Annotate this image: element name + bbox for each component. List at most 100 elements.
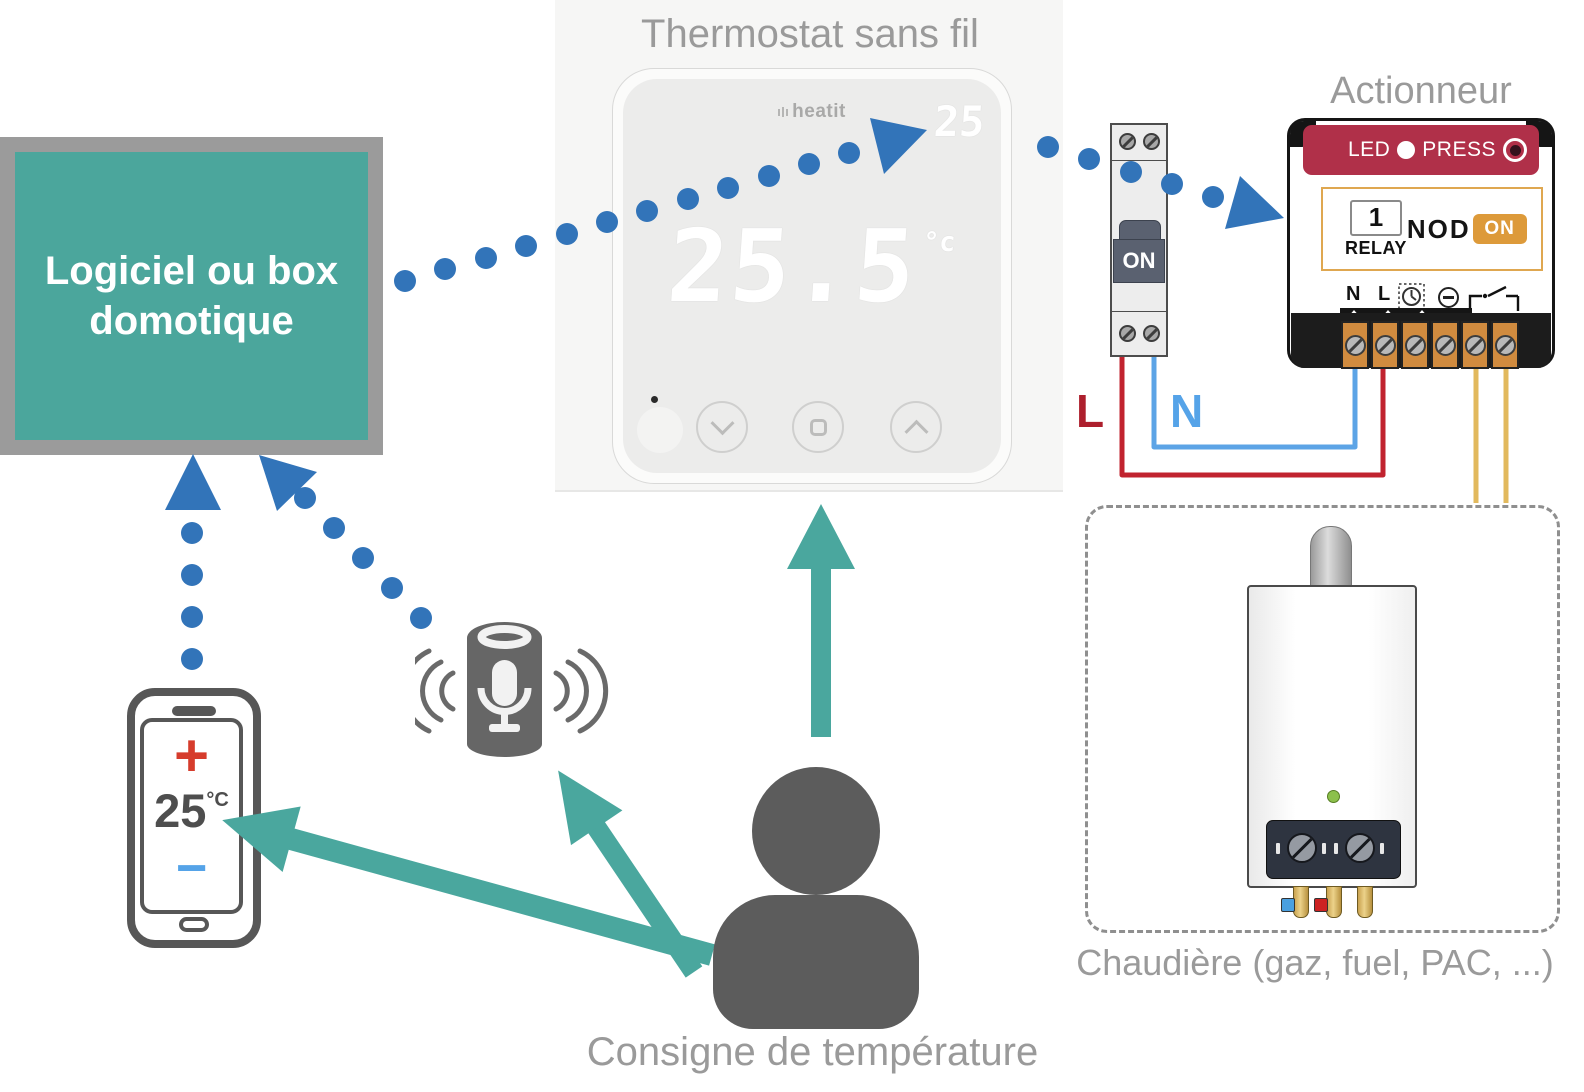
led-indicator-icon: [1397, 141, 1416, 159]
person-icon: [752, 767, 880, 895]
signal-arrowhead-to-actuator: [1225, 176, 1284, 229]
nodon-logo-text: NOD: [1406, 213, 1471, 244]
nodon-logo: NOD ON: [1407, 214, 1527, 245]
neutral-wire-label: N: [1170, 385, 1204, 437]
breaker-screw-icon: [1143, 133, 1160, 150]
knob-mark: [1334, 843, 1338, 854]
actuator-red-bar: LED PRESS: [1303, 125, 1539, 175]
voice-assistant: [400, 600, 610, 775]
signal-arrowhead-assistant-to-box: [259, 455, 317, 511]
arrow-person-to-assistant: [558, 770, 703, 978]
relay-block: 1 RELAY: [1345, 199, 1407, 259]
thermostat-down-button: [696, 401, 748, 453]
thermostat-device: heatit 25 25.5 °c: [612, 68, 1012, 484]
boiler-control-panel: [1266, 820, 1401, 879]
terminal-screw-icon: [1344, 334, 1366, 356]
boiler-icon: [1247, 585, 1417, 918]
relay-channel-number: 1: [1349, 199, 1402, 236]
voice-assistant-icon: [400, 622, 609, 757]
heatit-brand-text: heatit: [792, 101, 846, 122]
breaker-screw-icon: [1143, 325, 1160, 342]
speaker-top-ring: [477, 625, 532, 649]
home-automation-box-label-line2: domotique: [89, 299, 294, 343]
breaker-screw-icon: [1119, 133, 1136, 150]
nodon-logo-on-badge: ON: [1472, 214, 1527, 244]
thermostat-display-unit: °c: [922, 227, 957, 258]
thermostat-light-sensor: [637, 407, 683, 453]
home-automation-box: Logiciel ou box domotique: [0, 137, 383, 455]
thermostat-display-temperature: 25.5: [664, 208, 922, 325]
terminal-screw-icon: [1494, 334, 1516, 356]
terminal-l-label: L: [1378, 283, 1391, 305]
signal-dots-assistant-to-box: [294, 487, 432, 629]
blue-valve-icon: [1281, 898, 1295, 912]
phone-home-button: [179, 917, 209, 932]
terminal-screw-icon: [1434, 334, 1456, 356]
breaker-divider: [1112, 311, 1166, 312]
smartphone: + 25 °C −: [127, 688, 261, 948]
thermostat-center-button: [792, 401, 844, 453]
din-breaker: ON: [1110, 123, 1168, 357]
live-wire-label: L: [1076, 385, 1105, 437]
thermostat-face: heatit 25 25.5 °c: [623, 79, 1001, 473]
terminal-screw-icon: [1464, 334, 1486, 356]
knob-mark: [1380, 843, 1384, 854]
thermostat-title: Thermostat sans fil: [641, 12, 979, 56]
arrow-person-to-thermostat: [787, 504, 855, 737]
press-label: PRESS: [1422, 138, 1496, 161]
heatit-logo: heatit: [623, 101, 1001, 123]
clock-icon: [1398, 283, 1425, 310]
actuator-title: Actionneur: [1330, 70, 1512, 112]
terminal-screw-block: [1341, 321, 1369, 369]
signal-dots-phone-to-box: [181, 522, 203, 670]
press-button-icon: [1503, 138, 1527, 162]
chevron-down-icon: [709, 410, 735, 435]
signal-arrowhead-phone-to-box: [165, 454, 221, 510]
terminal-screw-block: [1431, 321, 1459, 369]
terminal-n-label: N: [1346, 283, 1361, 305]
setpoint-caption: Consigne de température: [586, 1030, 1039, 1074]
boiler-pipe-icon: [1293, 886, 1309, 918]
phone-temperature: 25 °C: [154, 787, 229, 834]
relay-label: RELAY: [1345, 237, 1407, 258]
terminal-screw-block: [1491, 321, 1519, 369]
thermostat-corner-temperature: 25: [932, 97, 987, 146]
arrow-person-to-phone: [222, 806, 715, 966]
phone-temperature-value: 25: [154, 784, 207, 837]
terminal-screw-block: [1401, 321, 1429, 369]
boiler-knob-icon: [1287, 833, 1317, 863]
increase-temperature-button: +: [173, 722, 210, 789]
boiler-zone: [1085, 505, 1560, 933]
home-automation-box-label-line1: Logiciel ou box: [44, 249, 339, 293]
boiler-knob-icon: [1345, 833, 1375, 863]
led-label: LED: [1347, 138, 1391, 161]
boiler-led-icon: [1327, 790, 1340, 803]
boiler-flue-icon: [1310, 526, 1352, 590]
actuator-device: LED PRESS 1 RELAY NOD ON N L: [1287, 118, 1555, 369]
person-icon: [713, 895, 919, 1029]
actuator-label-plate: 1 RELAY NOD ON: [1321, 187, 1543, 271]
phone-screen: + 25 °C −: [140, 718, 243, 914]
phone-temperature-unit: °C: [206, 789, 229, 811]
terminal-screw-block: [1461, 321, 1489, 369]
boiler-pipe-icon: [1326, 886, 1342, 918]
decrease-temperature-button: −: [175, 838, 208, 898]
heatit-logo-bars-icon: [778, 107, 789, 117]
mic-icon: [477, 660, 532, 732]
chevron-up-icon: [903, 419, 929, 444]
breaker-screw-icon: [1119, 325, 1136, 342]
thermostat-display: 25.5 °c: [623, 208, 1001, 325]
terminal-screw-block: [1371, 321, 1399, 369]
phone-speaker-slot: [172, 706, 216, 716]
terminal-screw-icon: [1374, 334, 1396, 356]
terminal-screw-icon: [1404, 334, 1426, 356]
thermostat-sensor-dot: [651, 396, 658, 403]
breaker-on-switch: ON: [1113, 239, 1165, 283]
red-valve-icon: [1314, 898, 1328, 912]
knob-mark: [1276, 843, 1280, 854]
switch-symbol-icon: [1468, 285, 1520, 311]
breaker-divider: [1112, 160, 1166, 161]
thermostat-up-button: [890, 401, 942, 453]
knob-mark: [1322, 843, 1326, 854]
